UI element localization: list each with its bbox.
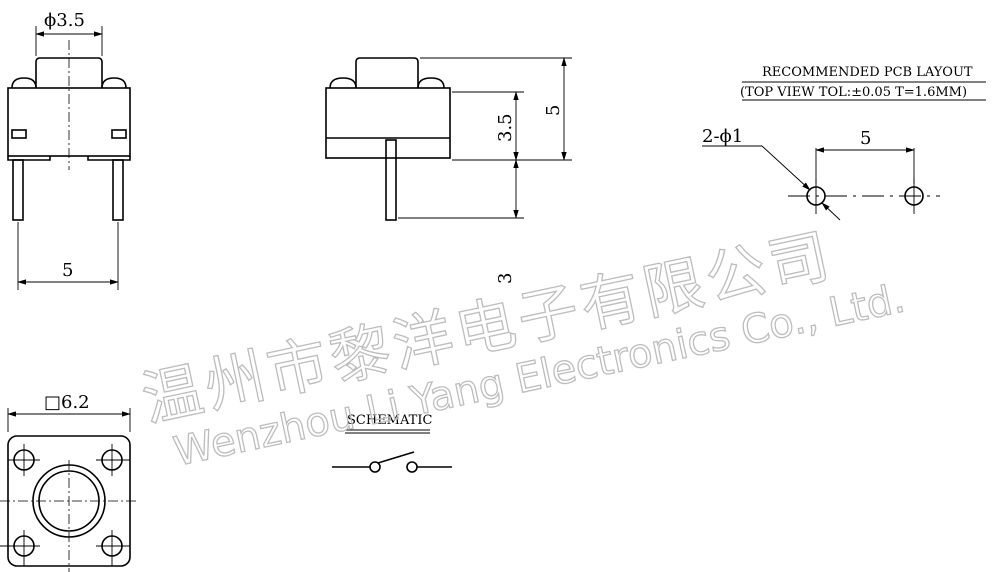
pcb-layout: RECOMMENDED PCB LAYOUT (TOP VIEW TOL:±0.… <box>702 65 986 221</box>
schematic-title: SCHEMATIC <box>347 413 432 428</box>
side-view: 3.5 5 3 <box>325 57 572 284</box>
bottom-size-label: □6.2 <box>44 392 90 413</box>
pcb-hole-callout: 2-ϕ1 <box>702 126 743 147</box>
watermark: 温州市黎洋电子有限公司 Wenzhou Li Yang Electronics … <box>135 220 909 476</box>
side-total-height-label: 5 <box>543 105 564 116</box>
bottom-view: □6.2 <box>0 392 138 572</box>
pcb-pitch-label: 5 <box>860 128 871 149</box>
schematic: SCHEMATIC <box>332 413 452 473</box>
pcb-layout-subtitle: (TOP VIEW TOL:±0.05 T=1.6MM) <box>740 85 967 100</box>
front-pin-pitch-label: 5 <box>62 260 73 281</box>
side-pin-length-label: 3 <box>495 273 516 284</box>
front-top-diameter-label: ϕ3.5 <box>44 10 85 31</box>
side-body-height-label: 3.5 <box>495 113 516 142</box>
front-view: ϕ3.5 5 <box>7 10 131 290</box>
pcb-layout-title: RECOMMENDED PCB LAYOUT <box>762 65 973 80</box>
